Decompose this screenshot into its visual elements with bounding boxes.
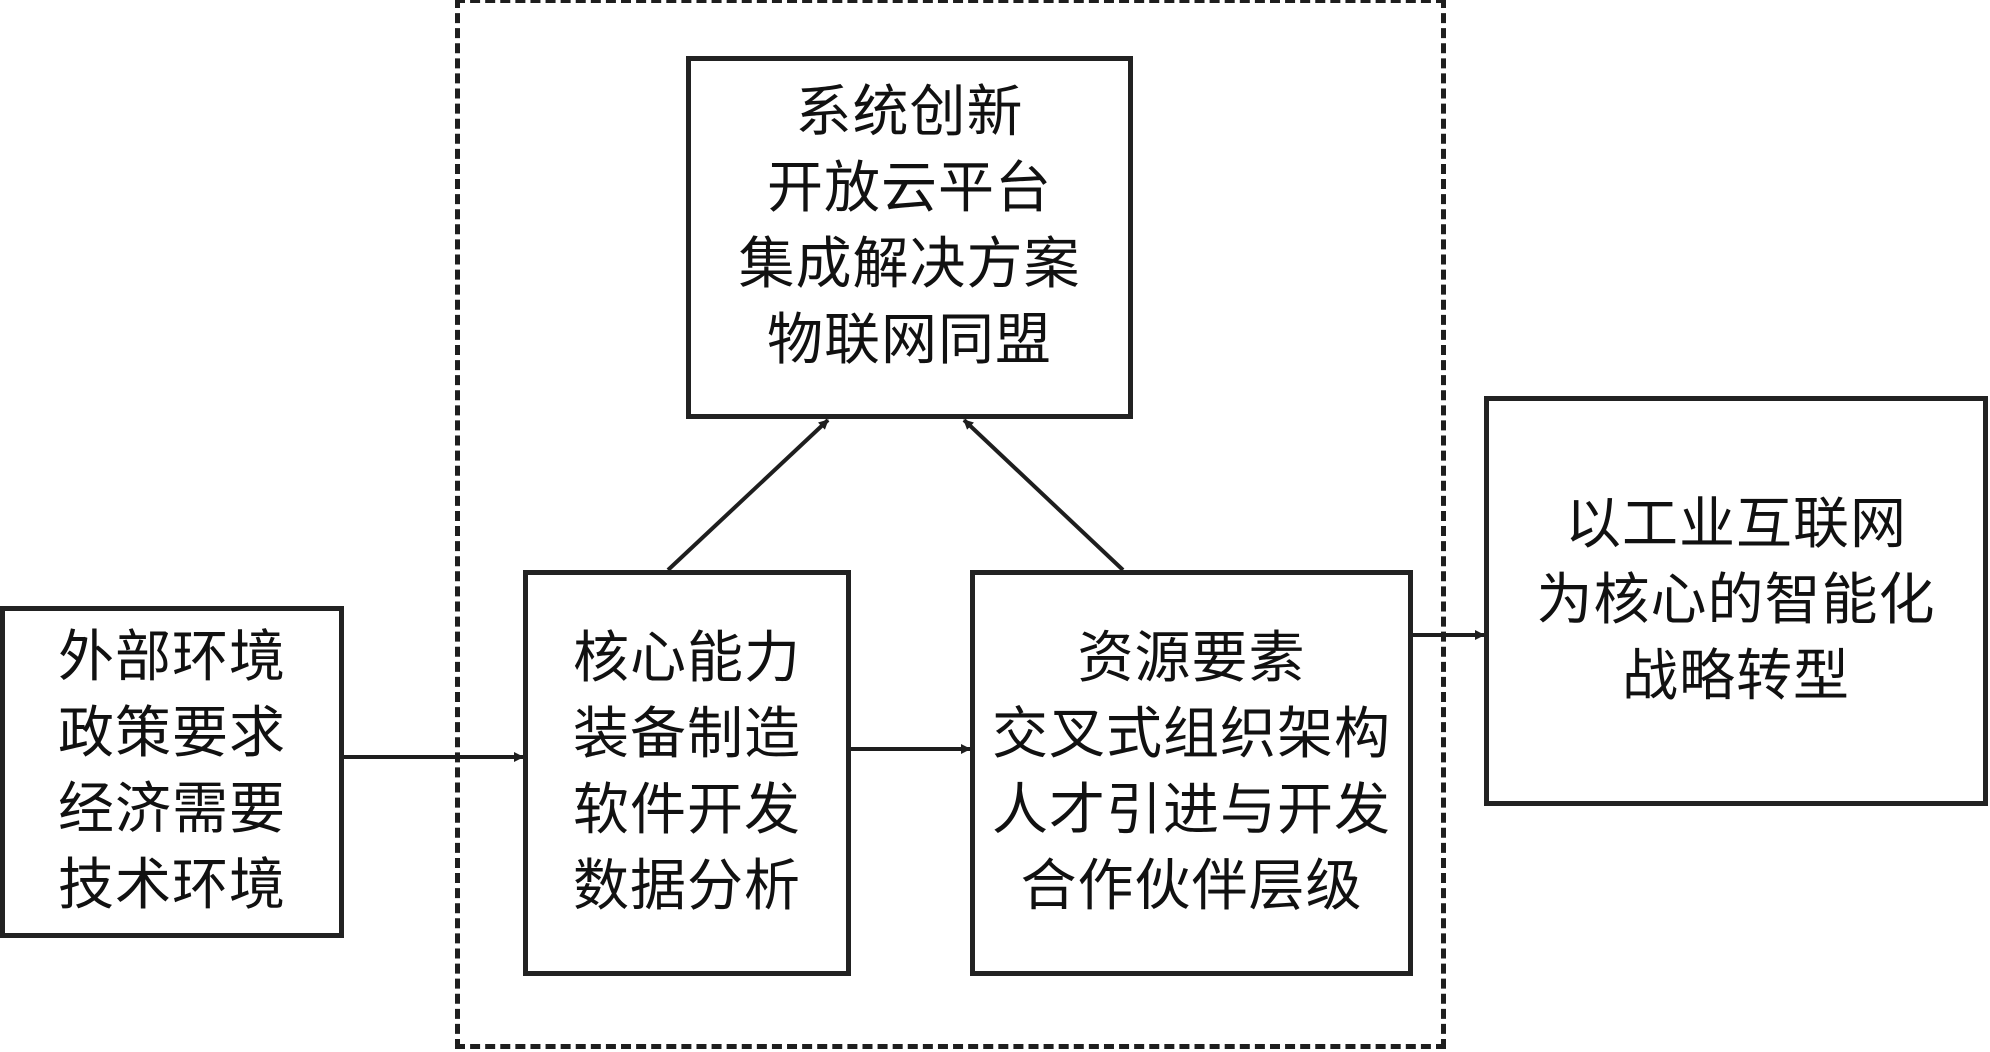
box-line: 政策要求 xyxy=(58,701,286,766)
box-line: 系统创新 xyxy=(795,79,1024,145)
resource-elements-box: 资源要素 交叉式组织架构 人才引进与开发 合作伙伴层级 xyxy=(970,570,1413,976)
box-line: 外部环境 xyxy=(58,625,286,690)
box-line: 经济需要 xyxy=(58,777,286,842)
box-line: 交叉式组织架构 xyxy=(992,702,1391,767)
core-capability-box: 核心能力 装备制造 软件开发 数据分析 xyxy=(523,570,851,976)
strategic-transformation-box: 以工业互联网 为核心的智能化 战略转型 xyxy=(1484,396,1988,806)
box-line: 合作伙伴层级 xyxy=(1020,854,1363,919)
box-line: 以工业互联网 xyxy=(1565,492,1907,557)
box-line: 资源要素 xyxy=(1077,626,1306,691)
box-line: 软件开发 xyxy=(573,778,801,843)
box-line: 战略转型 xyxy=(1622,644,1850,709)
system-innovation-box: 系统创新 开放云平台 集成解决方案 物联网同盟 xyxy=(686,56,1133,419)
enterprise-internal-group xyxy=(455,0,1446,1049)
box-line: 物联网同盟 xyxy=(767,307,1052,373)
box-line: 为核心的智能化 xyxy=(1536,568,1936,633)
box-line: 数据分析 xyxy=(573,854,801,919)
box-line: 核心能力 xyxy=(573,626,801,691)
box-line: 装备制造 xyxy=(573,702,801,767)
box-line: 集成解决方案 xyxy=(738,231,1081,297)
box-line: 人才引进与开发 xyxy=(992,778,1391,843)
external-environment-box: 外部环境 政策要求 经济需要 技术环境 xyxy=(0,606,344,938)
box-line: 技术环境 xyxy=(58,853,286,918)
box-line: 开放云平台 xyxy=(767,155,1052,221)
